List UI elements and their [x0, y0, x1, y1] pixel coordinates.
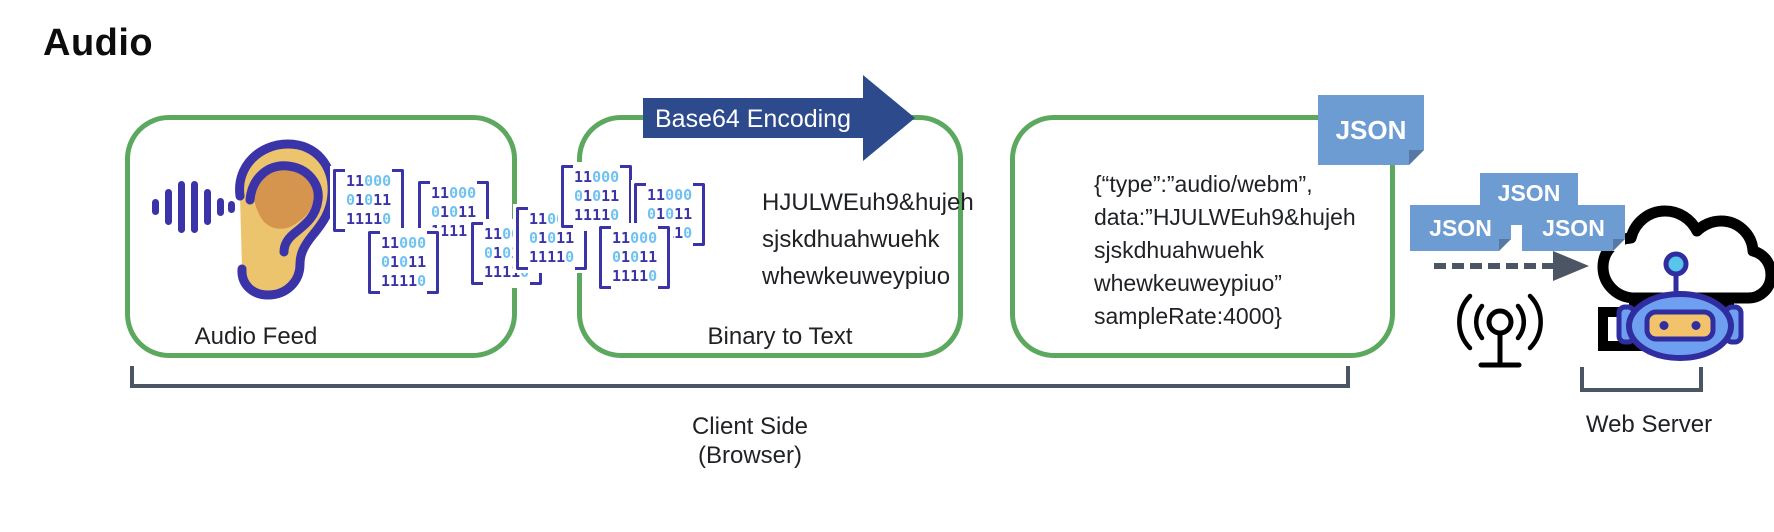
- binary-block: 11000 01011 11110: [368, 231, 440, 294]
- binary-block: 11000 01011 11110: [333, 169, 405, 232]
- page-title: Audio: [43, 22, 154, 64]
- binary-block: 11000 01011 11110: [561, 165, 633, 228]
- web-server-caption: Web Server: [1585, 411, 1713, 438]
- json-packet: JSON: [1522, 205, 1625, 251]
- audio-feed-label: Audio Feed: [194, 323, 318, 350]
- robot-antenna-ball: [1663, 251, 1689, 277]
- json-box: [1010, 115, 1395, 358]
- robot-visor: [1644, 309, 1716, 342]
- folded-corner-icon: [1499, 239, 1511, 251]
- base64-encoding-arrow: Base64 Encoding: [643, 75, 915, 161]
- ear-icon: [235, 139, 337, 300]
- antenna-icon: [1457, 293, 1543, 368]
- json-packet: JSON: [1410, 205, 1511, 251]
- binary-block: 11000 01011 11110: [599, 226, 671, 289]
- client-side-caption: Client Side (Browser): [691, 413, 809, 469]
- base64-arrow-label: Base64 Encoding: [655, 105, 851, 133]
- binary-to-text-label: Binary to Text: [707, 323, 853, 350]
- robot-icon: [1616, 251, 1744, 361]
- encoded-text: HJULWEuh9&hujeh sjskdhuahwuehk whewkeuwe…: [762, 189, 974, 290]
- web-server-bracket: [1580, 367, 1703, 392]
- dashed-arrow-head-icon: [1553, 251, 1589, 281]
- json-payload-text: {“type”:”audio/webm”, data:”HJULWEuh9&hu…: [1094, 171, 1356, 329]
- folded-corner-icon: [1613, 239, 1625, 251]
- sound-wave-icon: [152, 181, 235, 233]
- client-side-bracket: [130, 366, 1350, 388]
- dashed-arrow-line: [1434, 263, 1554, 269]
- folded-corner-icon: [1409, 150, 1424, 165]
- ear-listening-icon: [152, 139, 337, 300]
- json-tab: JSON: [1318, 95, 1424, 165]
